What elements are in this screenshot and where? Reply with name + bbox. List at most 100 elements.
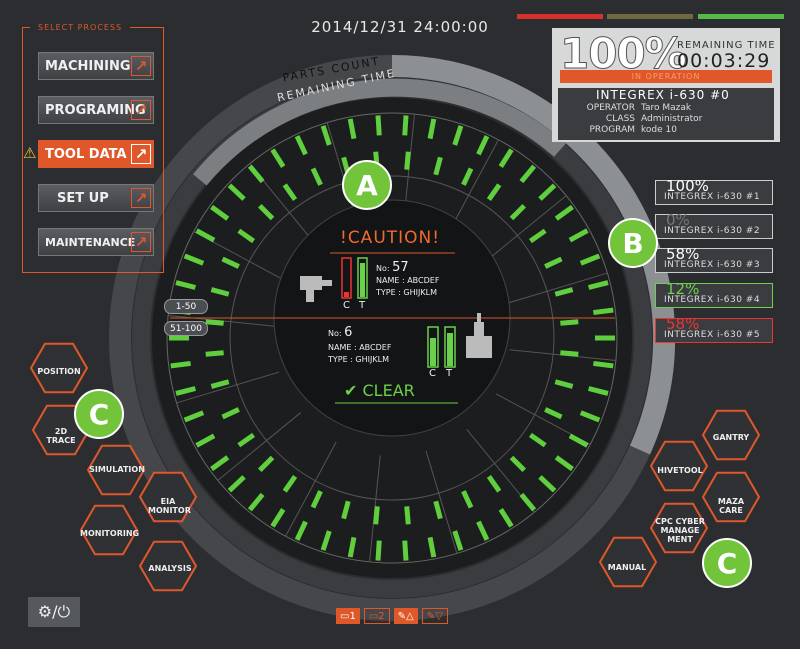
tool-pocket[interactable] <box>538 183 557 201</box>
tool-pocket[interactable] <box>237 432 255 448</box>
tool-pocket[interactable] <box>183 410 205 423</box>
tool-pocket[interactable] <box>404 506 411 525</box>
tool-pocket[interactable] <box>593 307 614 316</box>
settings-power-button[interactable]: ⚙/⏻ <box>28 597 80 627</box>
tool-pocket[interactable] <box>554 204 574 221</box>
tool-pocket[interactable] <box>205 319 224 326</box>
tool-down-button[interactable]: ✎▽ <box>421 608 448 624</box>
tool-pocket[interactable] <box>210 455 230 472</box>
machine-card-5[interactable]: 58%INTEGREX i-630 #5 <box>655 315 773 343</box>
tool-pocket[interactable] <box>554 379 574 389</box>
tool-pocket[interactable] <box>476 520 490 541</box>
tool-pocket[interactable] <box>427 118 437 140</box>
tool-pocket[interactable] <box>210 204 230 221</box>
tool-pocket[interactable] <box>170 360 191 369</box>
tool-pocket[interactable] <box>258 455 275 472</box>
range-51-100-button[interactable]: 51-100 <box>164 321 208 336</box>
machine-card-3[interactable]: 58%INTEGREX i-630 #3 <box>655 245 773 273</box>
tool-pocket[interactable] <box>320 125 332 146</box>
tool-pocket[interactable] <box>509 204 526 221</box>
tool-pocket[interactable] <box>560 350 579 357</box>
tool-pocket[interactable] <box>294 520 308 541</box>
tool-pocket[interactable] <box>195 433 216 448</box>
tool-pocket[interactable] <box>452 125 464 146</box>
tool-pocket[interactable] <box>282 475 298 493</box>
tool-pocket[interactable] <box>433 156 443 176</box>
tool-pocket[interactable] <box>568 433 589 448</box>
tool-pocket[interactable] <box>227 475 246 493</box>
monitoring-hex[interactable]: MONITORING <box>80 529 140 538</box>
hex-tile[interactable] <box>649 440 709 492</box>
tool-pocket[interactable] <box>568 228 589 243</box>
hex-tile[interactable] <box>138 540 198 592</box>
2d-trace-hex[interactable]: 2D TRACE <box>46 427 76 445</box>
hex-tile[interactable] <box>701 471 761 523</box>
tool-pocket[interactable] <box>519 492 537 512</box>
hex-tile[interactable] <box>29 342 89 394</box>
cpc-cyber-management-hex[interactable]: CPC CYBER MANAGE MENT <box>655 517 705 544</box>
tool-pocket[interactable] <box>373 506 380 525</box>
manual-hex[interactable]: MANUAL <box>607 563 647 572</box>
view-1-button[interactable]: ▭1 <box>336 608 360 624</box>
tool-pocket[interactable] <box>529 432 547 448</box>
tool-pocket[interactable] <box>433 500 443 520</box>
tool-pocket[interactable] <box>210 287 230 297</box>
hex-tile[interactable] <box>649 502 709 554</box>
tool-pocket[interactable] <box>588 280 609 290</box>
tool-pocket[interactable] <box>595 335 615 341</box>
tool-pocket[interactable] <box>320 530 332 551</box>
tool-pocket[interactable] <box>588 386 609 396</box>
tool-pocket[interactable] <box>544 256 563 269</box>
tool-pocket[interactable] <box>579 410 601 423</box>
set-up-button[interactable]: SET UP↗ <box>38 184 154 212</box>
tool-pocket[interactable] <box>175 386 196 396</box>
tool-pocket[interactable] <box>579 253 601 266</box>
tool-pocket[interactable] <box>538 475 557 493</box>
hex-tile[interactable] <box>86 444 146 496</box>
tool-pocket[interactable] <box>375 540 382 561</box>
position-hex[interactable]: POSITION <box>37 367 81 376</box>
tool-pocket[interactable] <box>402 115 409 136</box>
tool-pocket[interactable] <box>310 490 323 509</box>
gantry-hex[interactable]: GANTRY <box>712 433 750 442</box>
tool-pocket[interactable] <box>404 151 411 170</box>
tool-pocket[interactable] <box>486 183 502 201</box>
hex-tile[interactable] <box>598 536 658 588</box>
tool-pocket[interactable] <box>227 183 246 201</box>
tool-pocket[interactable] <box>544 407 563 420</box>
tool-pocket[interactable] <box>509 455 526 472</box>
view-2-button[interactable]: ▭2 <box>363 608 390 624</box>
tool-pocket[interactable] <box>593 360 614 369</box>
tool-pocket[interactable] <box>347 118 357 140</box>
maintenance-button[interactable]: MAINTENANCE↗ <box>38 228 154 256</box>
tool-pocket[interactable] <box>347 536 357 558</box>
tool-pocket[interactable] <box>195 228 216 243</box>
tool-pocket[interactable] <box>402 540 409 561</box>
tool-up-button[interactable]: ✎△ <box>393 608 418 624</box>
tool-pocket[interactable] <box>270 148 286 168</box>
analysis-hex[interactable]: ANALYSIS <box>148 564 192 573</box>
tool-pocket[interactable] <box>461 167 474 186</box>
tool-pocket[interactable] <box>221 407 240 420</box>
tool-pocket[interactable] <box>554 455 574 472</box>
tool-pocket[interactable] <box>560 319 579 326</box>
tool-pocket[interactable] <box>498 148 514 168</box>
simulation-hex[interactable]: SIMULATION <box>89 465 145 474</box>
tool-pocket[interactable] <box>282 183 298 201</box>
programing-button[interactable]: PROGRAMING↗ <box>38 96 154 124</box>
hex-tile[interactable] <box>79 504 139 556</box>
tool-pocket[interactable] <box>183 253 205 266</box>
tool-pocket[interactable] <box>294 135 308 156</box>
tool-pocket[interactable] <box>169 335 189 341</box>
tool-pocket[interactable] <box>247 492 265 512</box>
tool-pocket[interactable] <box>310 167 323 186</box>
hex-tile[interactable] <box>138 471 198 523</box>
tool-data-button[interactable]: TOOL DATA↗ <box>38 140 154 168</box>
tool-pocket[interactable] <box>175 280 196 290</box>
tool-pocket[interactable] <box>270 508 286 528</box>
tool-pocket[interactable] <box>498 508 514 528</box>
tool-pocket[interactable] <box>210 379 230 389</box>
hex-tile[interactable] <box>701 409 761 461</box>
tool-pocket[interactable] <box>237 228 255 244</box>
tool-pocket[interactable] <box>247 164 265 184</box>
